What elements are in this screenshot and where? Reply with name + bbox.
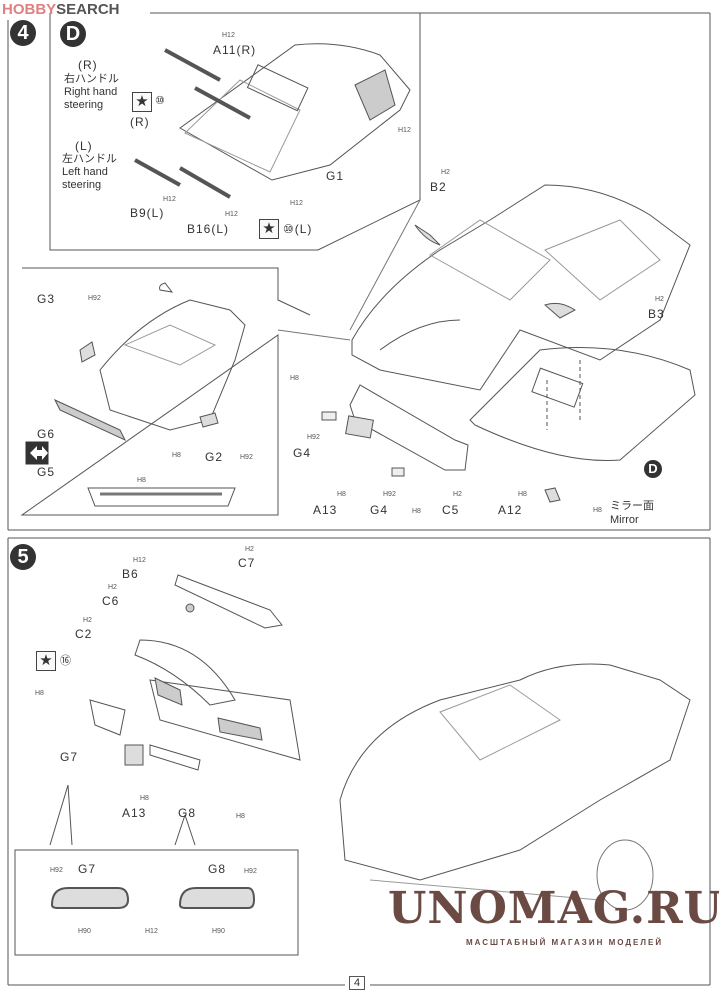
paint-code: H12 <box>222 32 235 39</box>
inset-marker-d-small: D <box>644 460 662 478</box>
decal-star-icon: ★ <box>132 92 152 112</box>
mirror-face-label: Mirror <box>610 514 639 526</box>
part-label-b16: B16(L) <box>187 222 230 236</box>
watermark-subtitle: МАСШТАБНЫЙ МАГАЗИН МОДЕЛЕЙ <box>466 938 664 947</box>
paint-code: H2 <box>453 491 462 498</box>
part-label-a13: A13 <box>122 806 147 820</box>
part-label-g1: G1 <box>326 169 345 183</box>
part-label-g7: G7 <box>60 750 79 764</box>
part-label-g6: G6 <box>37 427 56 441</box>
paint-code: H92 <box>244 868 257 875</box>
part-label-a12: A12 <box>498 503 523 517</box>
watermark-title: UNOMAG.RU <box>388 883 719 934</box>
right-hand-paren: (R) <box>78 58 98 72</box>
paint-code: H90 <box>212 928 225 935</box>
left-hand-label: Left hand <box>62 166 108 178</box>
inset-label-g7: G7 <box>78 862 97 876</box>
inset-d-frame <box>49 13 421 251</box>
paint-code: H2 <box>108 584 117 591</box>
left-hand-paren: (L) <box>75 139 93 153</box>
paint-code: H8 <box>290 375 299 382</box>
right-hand-steering: steering <box>64 99 104 111</box>
page-frame <box>7 12 711 986</box>
paint-code: H92 <box>50 867 63 874</box>
paint-code: H8 <box>137 477 146 484</box>
part-label-g3: G3 <box>37 292 56 306</box>
decal-number: ⑩ <box>155 95 165 107</box>
part-label-g2: G2 <box>205 450 224 464</box>
left-hand-steering: steering <box>62 179 102 191</box>
reversible-arrow-icon <box>25 441 49 465</box>
step-number-4: 4 <box>10 20 36 46</box>
part-label-b2: B2 <box>430 180 447 194</box>
rear-spoiler-drawing <box>89 574 301 771</box>
part-label-a11: A11(R) <box>213 43 257 57</box>
part-label-g8: G8 <box>178 806 197 820</box>
paint-code: H12 <box>145 928 158 935</box>
paint-code: H8 <box>337 491 346 498</box>
mirror-face-jp: ミラー面 <box>610 500 654 512</box>
paint-code: H92 <box>240 454 253 461</box>
part-label-c7: C7 <box>238 556 256 570</box>
inset-marker-d: D <box>60 21 86 47</box>
paint-code: H8 <box>236 813 245 820</box>
part-label-c2: C2 <box>75 627 93 641</box>
paint-code: H8 <box>172 452 181 459</box>
paint-code: H90 <box>78 928 91 935</box>
paint-code: H8 <box>140 795 149 802</box>
part-label-g4-2: G4 <box>370 503 389 517</box>
lens-detail-inset <box>14 784 299 956</box>
paint-code: H12 <box>225 211 238 218</box>
full-car-drawing <box>339 663 691 911</box>
decal-star-icon: ★ <box>259 219 279 239</box>
paint-code: H92 <box>88 295 101 302</box>
paint-code: H8 <box>412 508 421 515</box>
inset-label-g8: G8 <box>208 862 227 876</box>
roof-part-g1 <box>134 43 411 199</box>
part-label-a13: A13 <box>313 503 338 517</box>
hobby-search-logo: HOBBYSEARCH <box>2 1 120 18</box>
paint-code: H2 <box>441 169 450 176</box>
right-hand-jp: 右ハンドル <box>64 73 119 85</box>
part-label-g4: G4 <box>293 446 312 460</box>
page-number: 4 <box>349 976 366 990</box>
paint-code: H12 <box>163 196 176 203</box>
part-label-c6: C6 <box>102 594 120 608</box>
paint-code: H2 <box>655 296 664 303</box>
paint-code: H12 <box>133 557 146 564</box>
car-body-step4 <box>321 184 696 503</box>
right-hand-label: Right hand <box>64 86 118 98</box>
paint-code: H92 <box>383 491 396 498</box>
part-label-b3: B3 <box>648 307 665 321</box>
paint-code: H8 <box>518 491 527 498</box>
step-number-5: 5 <box>10 544 36 570</box>
paint-code: H92 <box>307 434 320 441</box>
decal-star-icon: ★ <box>36 651 56 671</box>
left-hand-jp: 左ハンドル <box>62 153 117 165</box>
inset-front-frame <box>20 267 311 516</box>
decal-number-l: ⑩(L) <box>283 222 313 236</box>
paint-code: H12 <box>398 127 411 134</box>
part-label-c5: C5 <box>442 503 460 517</box>
front-nose-drawing <box>53 282 246 507</box>
part-label-b9: B9(L) <box>130 206 165 220</box>
part-label-b6: B6 <box>122 567 139 581</box>
paint-code: H8 <box>35 690 44 697</box>
decal-number-16: ⑯ <box>60 655 71 667</box>
paint-code: H8 <box>593 507 602 514</box>
paint-code: H12 <box>290 200 303 207</box>
part-label-g5: G5 <box>37 465 56 479</box>
paint-code: H2 <box>83 617 92 624</box>
paint-code: H2 <box>245 546 254 553</box>
decal-side-r: (R) <box>130 115 150 129</box>
